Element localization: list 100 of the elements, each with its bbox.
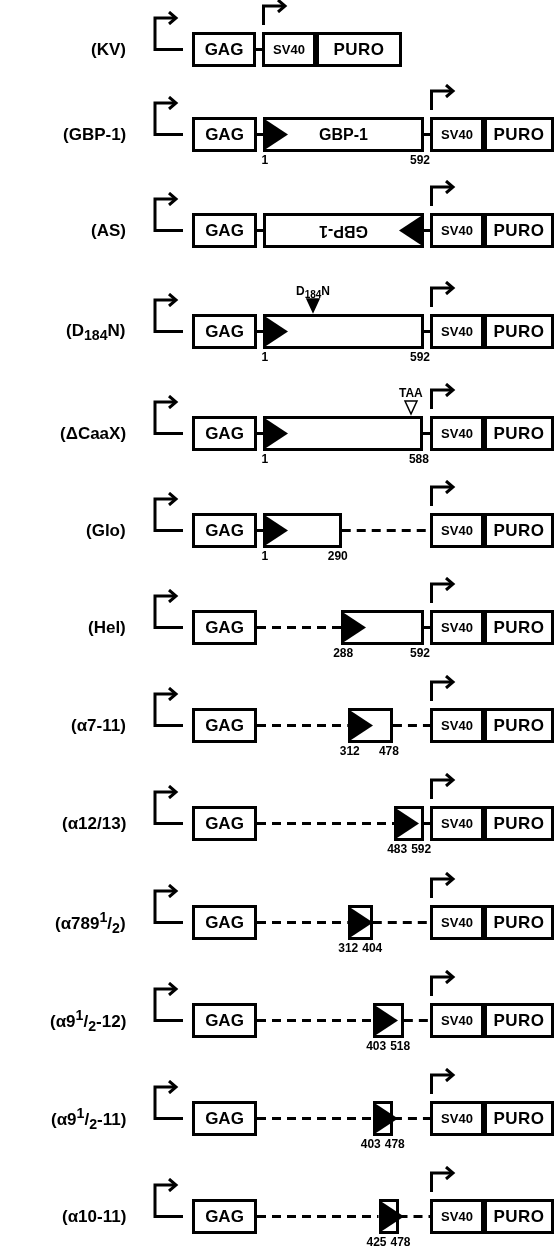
construct-label: (Glo) xyxy=(86,520,126,541)
gene-box xyxy=(484,117,554,152)
promoter-box xyxy=(430,1101,484,1136)
gene-box xyxy=(484,314,554,349)
gene-box xyxy=(484,213,554,248)
promoter-box xyxy=(430,314,484,349)
residue-number: 478 xyxy=(384,1137,405,1151)
connector-line xyxy=(424,133,430,136)
connector-line xyxy=(257,133,263,136)
gene-box xyxy=(192,1003,257,1038)
promoter-box xyxy=(430,416,484,451)
construct-label: (GBP-1) xyxy=(63,124,127,145)
promoter-box xyxy=(430,905,484,940)
construct-label: (α789$^{1}$/$_{2}$) xyxy=(55,909,126,937)
residue-number: 588 xyxy=(408,452,429,466)
residue-number: 1 xyxy=(261,549,269,563)
gene-label: PURO xyxy=(493,1108,545,1129)
gene-label: PURO xyxy=(493,321,545,342)
gene-label: SV40 xyxy=(441,1209,473,1224)
residue-number: 518 xyxy=(390,1039,411,1053)
gene-label: SV40 xyxy=(441,223,473,238)
residue-number: 478 xyxy=(378,744,399,758)
residue-number: 1 xyxy=(261,153,269,167)
mutation-label: D$_{184}$N xyxy=(296,284,331,301)
insert-box xyxy=(263,416,423,451)
construct-label: (KV) xyxy=(91,39,126,60)
connector-line xyxy=(257,229,263,232)
gene-box xyxy=(192,416,257,451)
gene-box xyxy=(192,806,257,841)
gene-label: GAG xyxy=(205,520,244,541)
connector-line xyxy=(424,330,430,333)
gene-label: GAG xyxy=(205,1108,244,1129)
promoter-box xyxy=(430,213,484,248)
connector-line xyxy=(403,1019,430,1022)
gene-label: SV40 xyxy=(441,1013,473,1028)
gene-label: GAG xyxy=(205,1010,244,1031)
insert-box xyxy=(263,213,424,248)
connector-line xyxy=(424,626,430,629)
gene-label: SV40 xyxy=(273,42,305,57)
promoter-box xyxy=(430,806,484,841)
gene-label: PURO xyxy=(333,39,385,60)
residue-number: 478 xyxy=(390,1235,411,1249)
gene-label: SV40 xyxy=(441,426,473,441)
gene-label: PURO xyxy=(493,124,545,145)
residue-number: 1 xyxy=(261,452,269,466)
insert-box xyxy=(347,708,393,743)
gene-label: PURO xyxy=(493,813,545,834)
gene-label: GAG xyxy=(205,715,244,736)
residue-number: 404 xyxy=(362,941,383,955)
insert-box xyxy=(263,117,424,152)
construct-label: (AS) xyxy=(91,220,126,241)
promoter-box xyxy=(430,117,484,152)
gene-box xyxy=(484,1101,554,1136)
construct-label: (ΔCaaX) xyxy=(60,423,127,444)
gene-box xyxy=(484,1199,554,1234)
gene-label: PURO xyxy=(493,520,545,541)
promoter-box xyxy=(430,513,484,548)
residue-number: 290 xyxy=(327,549,348,563)
gene-label: SV40 xyxy=(441,127,473,142)
gene-label: SV40 xyxy=(441,915,473,930)
connector-line xyxy=(257,1117,373,1120)
connector-line xyxy=(257,1019,373,1022)
residue-number: 288 xyxy=(333,646,354,660)
gene-label: PURO xyxy=(493,220,545,241)
gene-box xyxy=(192,314,257,349)
gene-box xyxy=(192,610,257,645)
gene-box xyxy=(192,32,256,67)
gene-label: GAG xyxy=(205,220,244,241)
gene-box xyxy=(192,513,257,548)
gene-label: PURO xyxy=(493,617,545,638)
gene-box xyxy=(192,213,257,248)
gene-label: PURO xyxy=(493,912,545,933)
residue-number: 483 xyxy=(387,842,408,856)
connector-line xyxy=(424,822,430,825)
gene-label: GAG xyxy=(205,321,244,342)
gene-box xyxy=(484,1003,554,1038)
construct-label: (α10-11) xyxy=(62,1206,127,1227)
gene-label: SV40 xyxy=(441,816,473,831)
gene-label: GAG xyxy=(205,617,244,638)
residue-number: 1 xyxy=(261,350,269,364)
promoter-box xyxy=(430,1003,484,1038)
residue-number: 312 xyxy=(338,941,359,955)
construct-label: (Hel) xyxy=(88,617,126,638)
construct-label: (D$_{184}$N) xyxy=(66,320,126,343)
gene-label: SV40 xyxy=(441,324,473,339)
mutation-label: TAA xyxy=(399,386,423,400)
connector-line xyxy=(257,432,263,435)
connector-line xyxy=(372,921,430,924)
construct-label: (α9$^{1}$/$_{2}$-11) xyxy=(51,1105,127,1133)
gene-label: SV40 xyxy=(441,523,473,538)
insert-box xyxy=(341,610,424,645)
gene-label: PURO xyxy=(493,1206,545,1227)
gene-label: GAG xyxy=(205,912,244,933)
gene-label: GAG xyxy=(205,423,244,444)
residue-number: 592 xyxy=(410,646,431,660)
gene-box xyxy=(192,117,257,152)
gene-label: PURO xyxy=(493,715,545,736)
gene-label: SV40 xyxy=(441,620,473,635)
connector-line xyxy=(257,822,395,825)
promoter-box xyxy=(430,708,484,743)
